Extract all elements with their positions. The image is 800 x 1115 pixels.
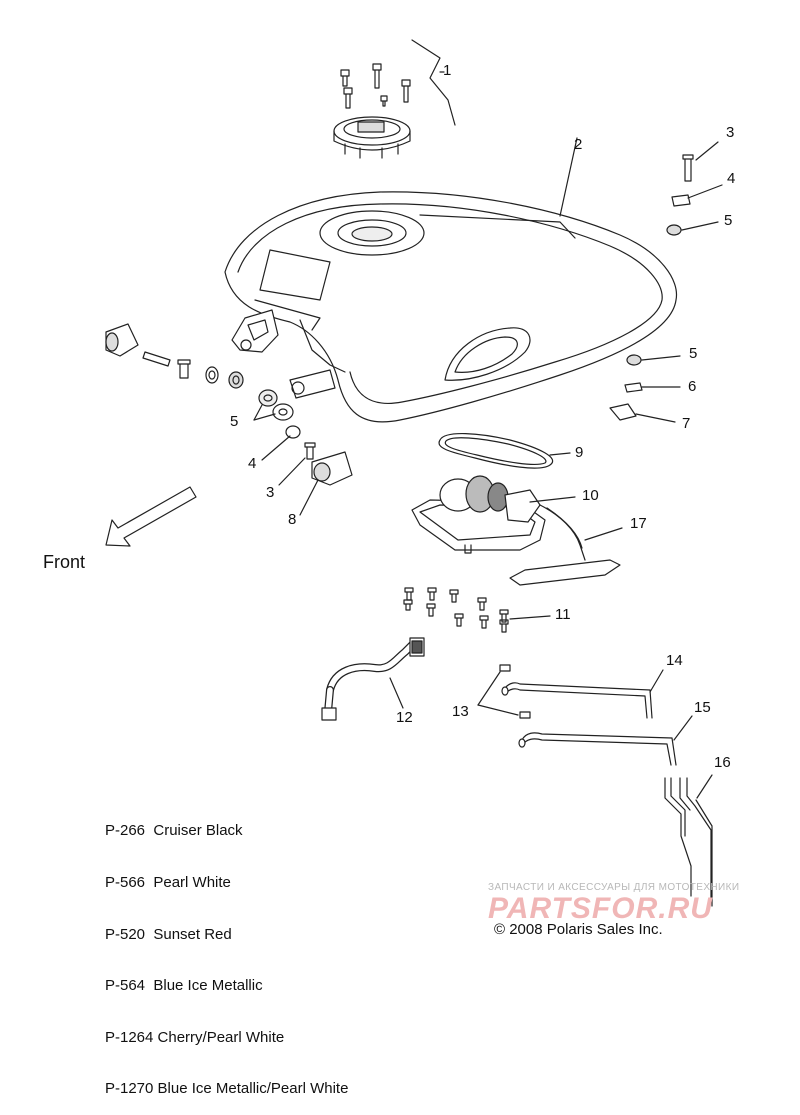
- vent-line-15: [518, 715, 693, 766]
- callout-3-right: 3: [726, 124, 735, 141]
- callout-15: 15: [694, 699, 711, 716]
- front-label: Front: [43, 552, 86, 572]
- copyright-notice: © 2008 Polaris Sales Inc.: [494, 921, 663, 938]
- legend-item: P-566 Pearl White: [105, 874, 231, 891]
- callout-1: 1: [443, 62, 452, 79]
- fuel-tank: [224, 137, 678, 423]
- front-direction-arrow: [105, 486, 197, 547]
- callout-3-left: 3: [266, 484, 275, 501]
- cap-bolts: [340, 63, 411, 109]
- rear-mount-left-hardware: [253, 389, 353, 516]
- y-hose-16: [664, 774, 713, 907]
- callout-11: 11: [555, 606, 571, 623]
- callout-17: 17: [630, 515, 647, 532]
- legend-item: P-1264 Cherry/Pearl White: [105, 1028, 285, 1046]
- fittings: [477, 664, 531, 719]
- fuel-hose: [321, 637, 425, 721]
- callout-12: 12: [396, 709, 413, 726]
- front-mount-bracket: [231, 309, 336, 399]
- callout-5-right-upper: 5: [724, 212, 733, 229]
- fuel-pump-assembly: [411, 475, 623, 586]
- legend-item: P-1270 Blue Ice Metallic/Pearl White: [105, 1080, 349, 1098]
- callout-16: 16: [714, 754, 731, 771]
- rear-mount-right-hardware-upper: [666, 141, 723, 236]
- fuel-pump-gasket: [438, 432, 554, 469]
- front-mount-hardware: [105, 323, 244, 389]
- callout-5-left: 5: [230, 413, 239, 430]
- legend-item: P-266 Cruiser Black: [105, 822, 243, 840]
- callout-6: 6: [688, 378, 697, 395]
- callout-4-left: 4: [248, 455, 257, 472]
- callout-10: 10: [582, 487, 599, 504]
- callout-4-right: 4: [727, 170, 736, 187]
- vent-line-14: [501, 669, 664, 719]
- rear-mount-right-hardware-lower: [609, 354, 681, 423]
- watermark-logo: PARTSFOR.RU: [488, 892, 713, 925]
- callout-5-right-lower: 5: [689, 345, 698, 362]
- legend-item: P-520 Sunset Red: [105, 925, 232, 943]
- watermark-tagline: ЗАПЧАСТИ И АКСЕССУАРЫ ДЛЯ МОТОТЕХНИКИ: [488, 882, 740, 893]
- callout-13: 13: [452, 703, 469, 720]
- pump-screws: [403, 587, 551, 633]
- bracket-line-1: [411, 39, 456, 126]
- fuel-filler-cap: [333, 116, 411, 159]
- callout-2: 2: [574, 136, 583, 153]
- callout-14: 14: [666, 652, 683, 669]
- callout-8: 8: [288, 511, 297, 528]
- legend-item: P-564 Blue Ice Metallic: [105, 977, 263, 995]
- parts-diagram: [105, 39, 723, 907]
- color-legend: P-266 Cruiser Black P-566 Pearl White P-…: [105, 788, 348, 1115]
- callout-7: 7: [682, 415, 691, 432]
- callout-9: 9: [575, 444, 584, 461]
